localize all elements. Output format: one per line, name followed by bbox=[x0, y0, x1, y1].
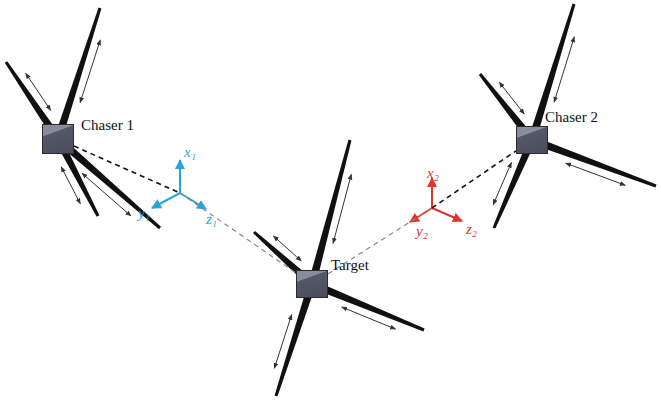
frame-2 bbox=[410, 178, 462, 222]
extension-arrow bbox=[274, 315, 291, 369]
axis-label: z₁ bbox=[206, 212, 217, 227]
axis-arrow bbox=[179, 160, 181, 193]
dashed-segment bbox=[328, 208, 432, 274]
craft-name: Chaser 1 bbox=[81, 117, 134, 134]
extension-arrow bbox=[493, 162, 511, 204]
extension-arrow bbox=[499, 82, 524, 114]
dashed-segment bbox=[74, 146, 180, 193]
axis-label: x₂ bbox=[427, 166, 439, 181]
extension-arrow bbox=[273, 236, 301, 261]
axis-arrow bbox=[152, 193, 180, 208]
axis-arrow bbox=[432, 208, 462, 221]
dashed-segment bbox=[180, 193, 296, 273]
extension-arrow bbox=[82, 173, 131, 216]
boom-arm bbox=[275, 283, 316, 397]
line-of-sight bbox=[328, 151, 516, 274]
extension-arrow bbox=[333, 174, 351, 243]
axis-arrow bbox=[431, 178, 433, 208]
axis-label: z₂ bbox=[466, 222, 477, 237]
dashed-segment bbox=[432, 151, 516, 208]
extension-arrow bbox=[554, 37, 574, 102]
spacecraft-body: Chaser 1 bbox=[42, 124, 74, 154]
extension-arrow bbox=[80, 40, 100, 103]
axis-label: y₁ bbox=[138, 206, 150, 221]
axis-label: x₁ bbox=[184, 145, 196, 160]
extension-arrow bbox=[566, 163, 626, 185]
boom-arm bbox=[531, 136, 657, 187]
spacecraft-body: Target bbox=[296, 270, 328, 298]
line-of-sight bbox=[74, 146, 296, 273]
extension-arrow bbox=[61, 167, 80, 204]
axis-label: y₂ bbox=[416, 224, 428, 239]
extension-arrow bbox=[342, 307, 396, 329]
craft-name: Target bbox=[331, 257, 369, 274]
boom-arms bbox=[5, 4, 657, 397]
craft-name: Chaser 2 bbox=[545, 109, 598, 126]
extension-arrow bbox=[26, 73, 51, 110]
spacecraft-body: Chaser 2 bbox=[516, 126, 548, 154]
